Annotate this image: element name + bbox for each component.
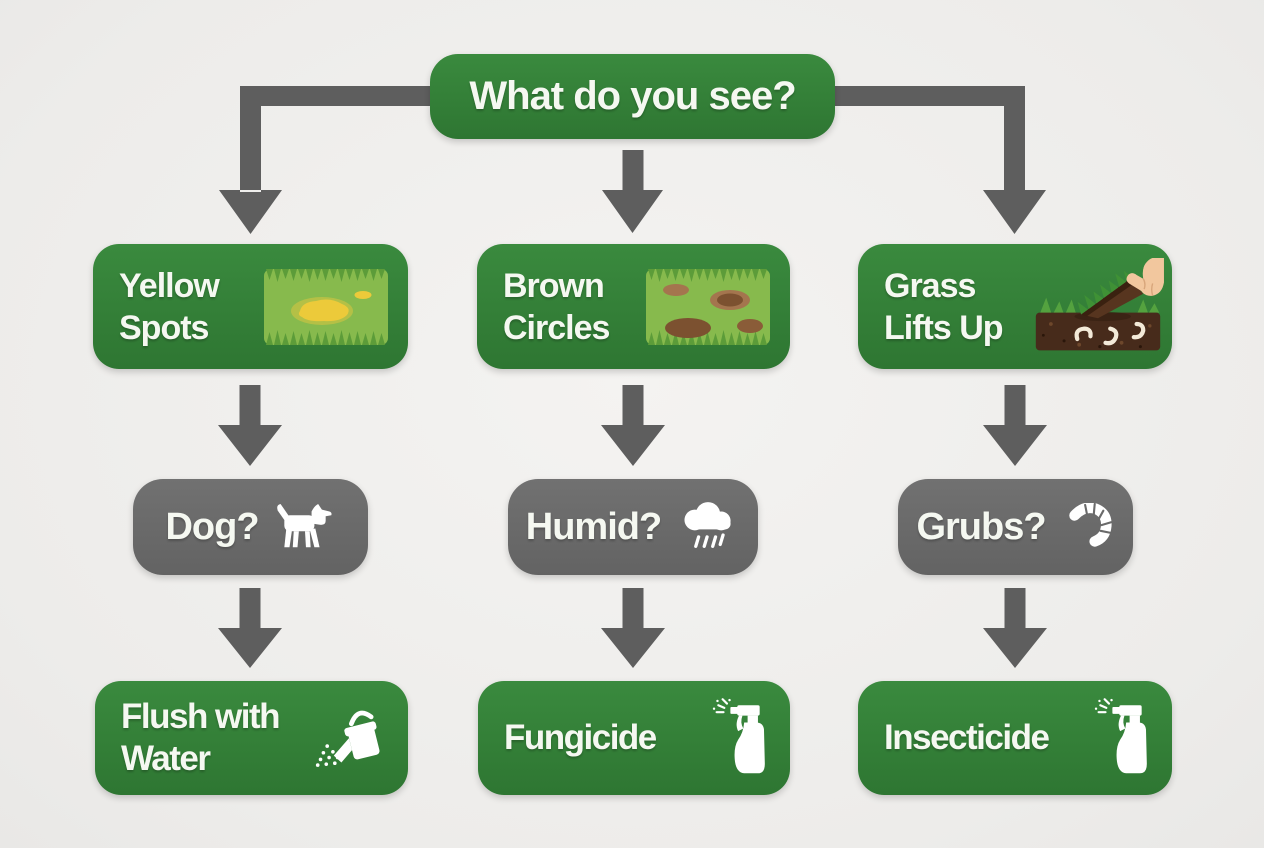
yellow-spots-illustration	[264, 268, 388, 345]
question-label: Grubs?	[916, 505, 1046, 548]
symptom-box-yellow-spots: Yellow Spots	[93, 244, 408, 369]
question-label: Dog?	[165, 505, 259, 548]
question-box-humid: Humid?	[508, 479, 758, 575]
spray-bottle-icon	[1090, 698, 1152, 778]
arrow-yellow-spots-to-dog	[218, 385, 282, 466]
question-label: Humid?	[525, 505, 662, 548]
arrow-brown-circles-to-humid	[601, 385, 665, 466]
solution-box-fungicide: Fungicide	[478, 681, 790, 795]
solution-box-flush-with-water: Flush with Water	[95, 681, 408, 795]
spray-bottle-icon	[708, 698, 770, 778]
root-question-label: What do you see?	[469, 74, 796, 118]
symptom-box-grass-lifts-up: Grass Lifts Up	[858, 244, 1172, 369]
grub-icon	[1061, 503, 1115, 551]
arrow-root-to-yellow-spots	[219, 86, 433, 234]
solution-label: Fungicide	[504, 718, 657, 757]
question-box-grubs: Grubs?	[898, 479, 1133, 575]
brown-circles-illustration	[646, 268, 770, 345]
arrow-humid-to-fungicide	[601, 588, 665, 668]
arrow-root-to-grass-lifts	[832, 86, 1046, 234]
symptom-box-brown-circles: Brown Circles	[477, 244, 790, 369]
symptom-label: Yellow Spots	[119, 266, 220, 347]
arrow-dog-to-flush	[218, 588, 282, 668]
symptom-label: Grass Lifts Up	[884, 266, 1004, 347]
watering-can-icon	[312, 708, 388, 769]
symptom-label: Brown Circles	[503, 266, 610, 347]
dog-icon	[274, 503, 336, 552]
solution-label: Insecticide	[884, 718, 1050, 757]
grass-lifted-by-hand-illustration	[1032, 257, 1164, 356]
arrow-root-to-brown-circles	[602, 150, 663, 233]
arrow-grass-lifts-to-grubs	[983, 385, 1047, 466]
solution-label: Flush with Water	[121, 697, 281, 778]
solution-box-insecticide: Insecticide	[858, 681, 1172, 795]
arrow-grubs-to-insecticide	[983, 588, 1047, 668]
question-box-dog: Dog?	[133, 479, 368, 575]
root-question-box: What do you see?	[430, 54, 835, 139]
rain-cloud-icon	[676, 501, 740, 554]
